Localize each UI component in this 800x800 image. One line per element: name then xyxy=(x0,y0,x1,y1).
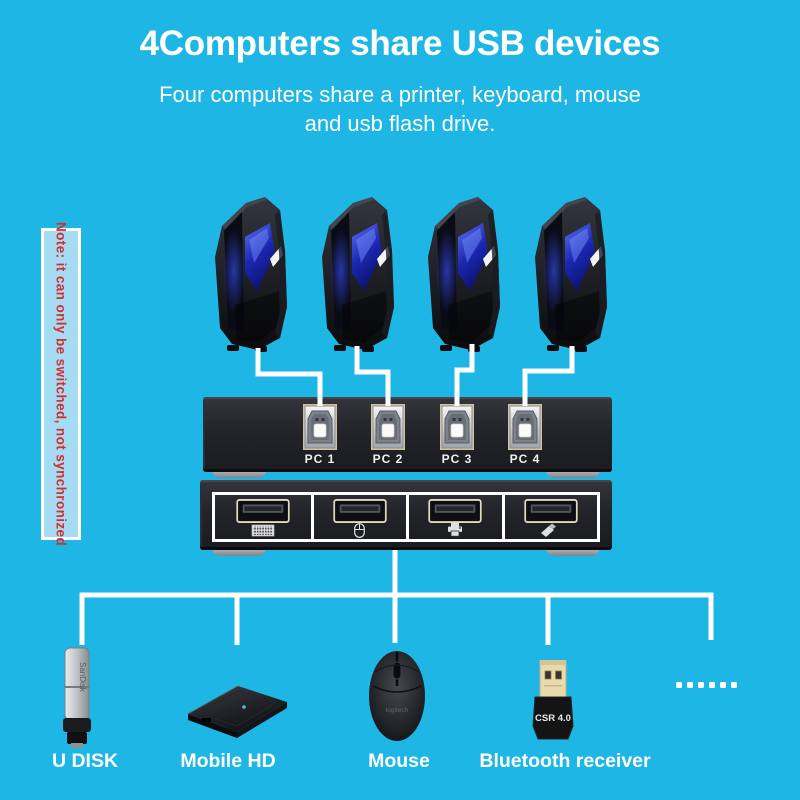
output-ports-frame xyxy=(212,492,600,542)
page-subtitle: Four computers share a printer, keyboard… xyxy=(0,80,800,138)
input-port-pc1: PC 1 xyxy=(298,404,342,466)
flash-drive-icon xyxy=(540,523,562,537)
output-port-mouse xyxy=(310,495,407,542)
output-port-keyboard xyxy=(215,495,311,542)
bluetooth-badge-text: CSR 4.0 xyxy=(535,713,571,724)
switch-input-panel: PC 1 PC 2 PC 3 PC 4 xyxy=(203,397,612,472)
output-port-flash-drive xyxy=(501,495,598,542)
bluetooth-dongle-image: CSR 4.0 xyxy=(532,660,574,740)
pc-tower-3 xyxy=(410,193,506,355)
mobile-hd-image xyxy=(187,685,287,738)
bluetooth-label: Bluetooth receiver xyxy=(479,750,651,772)
switch-output-panel xyxy=(200,480,612,550)
usb-a-port-icon xyxy=(332,499,388,523)
mouse-label: Mouse xyxy=(368,750,430,772)
input-port-label: PC 2 xyxy=(372,452,404,466)
usb-b-port-icon xyxy=(303,404,337,450)
note-text: Note: it can only be switched, not synch… xyxy=(53,221,69,547)
more-devices-dots xyxy=(676,682,737,688)
udisk-label: U DISK xyxy=(51,750,119,772)
input-port-pc3: PC 3 xyxy=(435,404,479,466)
mouse-brand-text: logitech xyxy=(386,707,409,714)
pc-tower-2 xyxy=(304,193,400,355)
note-banner: Note: it can only be switched, not synch… xyxy=(41,222,81,546)
input-port-label: PC 1 xyxy=(304,452,336,466)
usb-a-port-icon xyxy=(523,499,579,523)
subtitle-line-2: and usb flash drive. xyxy=(304,111,496,136)
input-port-label: PC 3 xyxy=(441,452,473,466)
tree-horizontal xyxy=(79,592,714,645)
mouse-icon xyxy=(354,522,366,538)
mouse-image: logitech xyxy=(369,651,425,741)
output-port-printer xyxy=(406,495,502,542)
usb-b-port-icon xyxy=(440,404,474,450)
input-port-label: PC 4 xyxy=(509,452,541,466)
usb-a-port-icon xyxy=(235,499,291,523)
subtitle-line-1: Four computers share a printer, keyboard… xyxy=(159,82,641,107)
usb-b-port-icon xyxy=(371,404,405,450)
input-port-pc2: PC 2 xyxy=(366,404,410,466)
usb-flash-drive-image: SanDisk xyxy=(63,647,91,748)
page-title: 4Computers share USB devices xyxy=(139,24,661,63)
keyboard-icon xyxy=(250,523,275,537)
printer-icon xyxy=(447,523,463,537)
usb-a-port-icon xyxy=(427,499,483,523)
pc-tower-1 xyxy=(197,193,293,355)
udisk-brand-text: SanDisk xyxy=(78,662,87,693)
mobile-hd-label: Mobile HD xyxy=(180,750,276,772)
input-port-pc4: PC 4 xyxy=(503,404,547,466)
pc-tower-4 xyxy=(517,193,613,355)
usb-b-port-icon xyxy=(508,404,542,450)
